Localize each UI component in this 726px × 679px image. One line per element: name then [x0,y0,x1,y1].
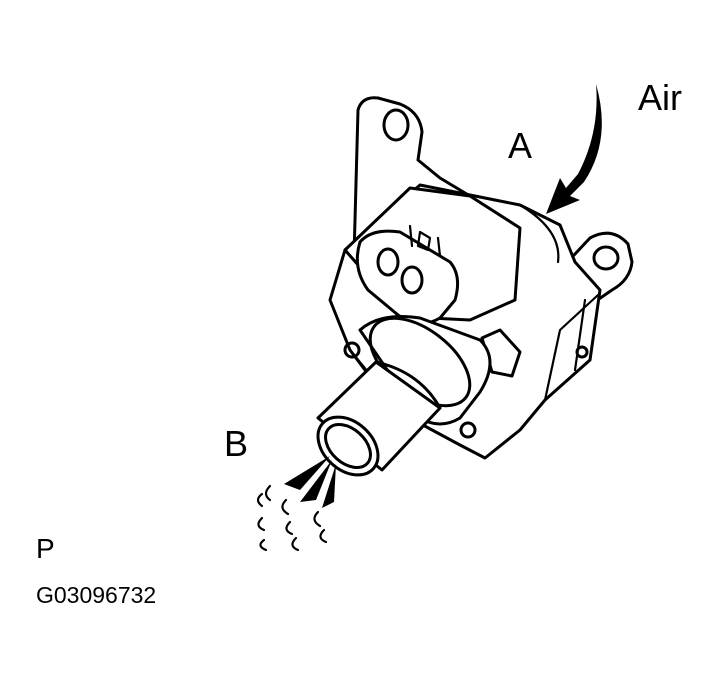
port-a-label: A [508,125,533,166]
spray-arrows-icon [284,456,336,508]
air-puff-icon [256,484,328,552]
figure-code-label: G03096732 [36,582,157,608]
outlet-pipe [316,315,492,477]
air-label: Air [638,77,682,118]
curved-arrow-icon [546,84,602,214]
port-b-label: B [224,423,249,464]
view-letter-label: P [36,533,55,564]
electrical-connector [343,186,522,325]
